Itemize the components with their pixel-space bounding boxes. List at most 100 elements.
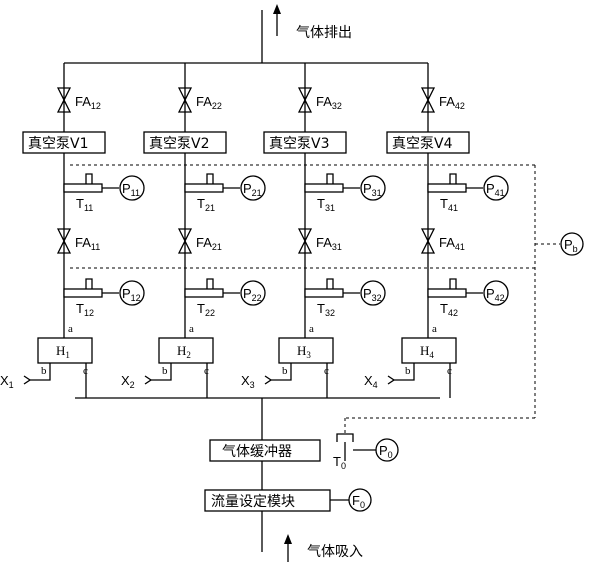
pressure-gauge-label-1-bot: P12 [122,286,141,303]
vacuum-pump-label-2: 真空泵V2 [149,136,209,152]
valve-mid-label-2: FA21 [196,235,222,252]
valve-top-label-3: FA32 [316,94,342,111]
valve-top-2 [177,87,193,113]
exhaust-arrow-head [273,4,281,14]
valve-top-3 [297,87,313,113]
port-b-label-3: b [282,365,288,377]
f0-gauge [348,488,372,512]
tee-stem-1-top [85,173,93,184]
x-inlet-label-1: X1 [0,373,14,390]
tee-label-4-top: T41 [440,196,458,213]
x-inlet-arrow-4 [387,375,396,385]
tee-stem-1-bot [85,278,93,289]
pressure-gauge-3-top [360,175,386,201]
x-inlet-label-3: X3 [241,373,255,390]
tee-body-4-top [427,183,467,193]
flow-setting-module-label: 流量设定模块 [211,494,295,510]
pressure-gauge-3-bot [360,280,386,306]
valve-mid-1 [56,228,72,254]
x-inlet-arrow-2 [144,375,153,385]
pressure-gauge-4-bot [483,280,509,306]
f0-label: F0 [352,493,365,510]
port-b-label-2: b [162,365,168,377]
x-inlet-line-1 [30,363,51,381]
valve-mid-3 [297,228,313,254]
x-inlet-line-2 [151,363,172,381]
p0-label: P0 [379,443,393,460]
tee-body-2-top [184,183,224,193]
intake-label: 气体吸入 [307,544,363,560]
pressure-gauge-label-2-bot: P22 [243,286,262,303]
tee-stem-4-bot [449,278,457,289]
x-inlet-label-4: X4 [364,373,378,390]
vacuum-pump-label-4: 真空泵V4 [392,136,453,152]
pressure-gauge-2-top [240,175,266,201]
t0-label: T0 [333,454,346,471]
valve-mid-label-1: FA11 [75,235,100,252]
pressure-gauge-label-2-top: P21 [243,181,262,198]
tee-body-4-bot [427,288,467,298]
x-inlet-line-4 [394,363,415,381]
valve-top-label-2: FA22 [196,94,222,111]
h-unit-label-3: H3 [297,343,311,360]
vacuum-pump-3 [263,131,347,154]
pressure-gauge-label-4-top: P41 [486,181,505,198]
intake-arrow-head [284,534,292,544]
tee-label-3-bot: T32 [317,301,335,318]
p0-gauge [375,438,399,462]
valve-top-1 [56,87,72,113]
port-a-label-3: a [309,323,314,335]
tee-body-3-top [304,183,344,193]
pressure-gauge-label-3-top: P31 [363,181,382,198]
gas-buffer-box [209,439,321,462]
x-inlet-arrow-3 [264,375,273,385]
h-unit-3 [278,337,334,364]
port-a-label-1: a [68,323,73,335]
valve-top-label-4: FA42 [439,94,465,111]
pressure-gauge-2-bot [240,280,266,306]
valve-mid-4 [420,228,436,254]
port-b-label-1: b [41,365,47,377]
t0-tee [336,433,354,442]
tee-body-1-top [63,183,103,193]
h-unit-label-2: H2 [177,343,191,360]
h-unit-1 [37,337,93,364]
pressure-gauge-1-top [119,175,145,201]
vacuum-pump-label-3: 真空泵V3 [269,136,329,152]
tee-stem-3-top [326,173,334,184]
tee-stem-2-top [206,173,214,184]
pressure-gauge-4-top [483,175,509,201]
tee-label-2-bot: T22 [197,301,215,318]
port-a-label-4: a [432,323,437,335]
tee-label-1-top: T11 [76,196,93,213]
vacuum-pump-4 [386,131,470,154]
x-inlet-label-2: X2 [121,373,135,390]
tee-body-2-bot [184,288,224,298]
tee-label-4-bot: T42 [440,301,458,318]
h-unit-label-4: H4 [420,343,434,360]
valve-top-4 [420,87,436,113]
valve-mid-2 [177,228,193,254]
port-a-label-2: a [189,323,194,335]
h-unit-4 [401,337,457,364]
vacuum-pump-label-1: 真空泵V1 [28,136,88,152]
tee-stem-4-top [449,173,457,184]
tee-body-1-bot [63,288,103,298]
tee-label-2-top: T21 [197,196,215,213]
tee-label-1-bot: T12 [76,301,94,318]
x-inlet-line-3 [271,363,292,381]
vacuum-pump-2 [143,131,227,154]
tee-stem-3-bot [326,278,334,289]
valve-mid-label-4: FA41 [439,235,465,252]
valve-top-label-1: FA12 [75,94,101,111]
tee-label-3-top: T31 [317,196,335,213]
valve-mid-label-3: FA31 [316,235,342,252]
tee-body-3-bot [304,288,344,298]
pb-label: Pb [564,237,578,254]
h-unit-2 [158,337,214,364]
pressure-gauge-1-bot [119,280,145,306]
pressure-gauge-label-4-bot: P42 [486,286,505,303]
port-b-label-4: b [405,365,411,377]
